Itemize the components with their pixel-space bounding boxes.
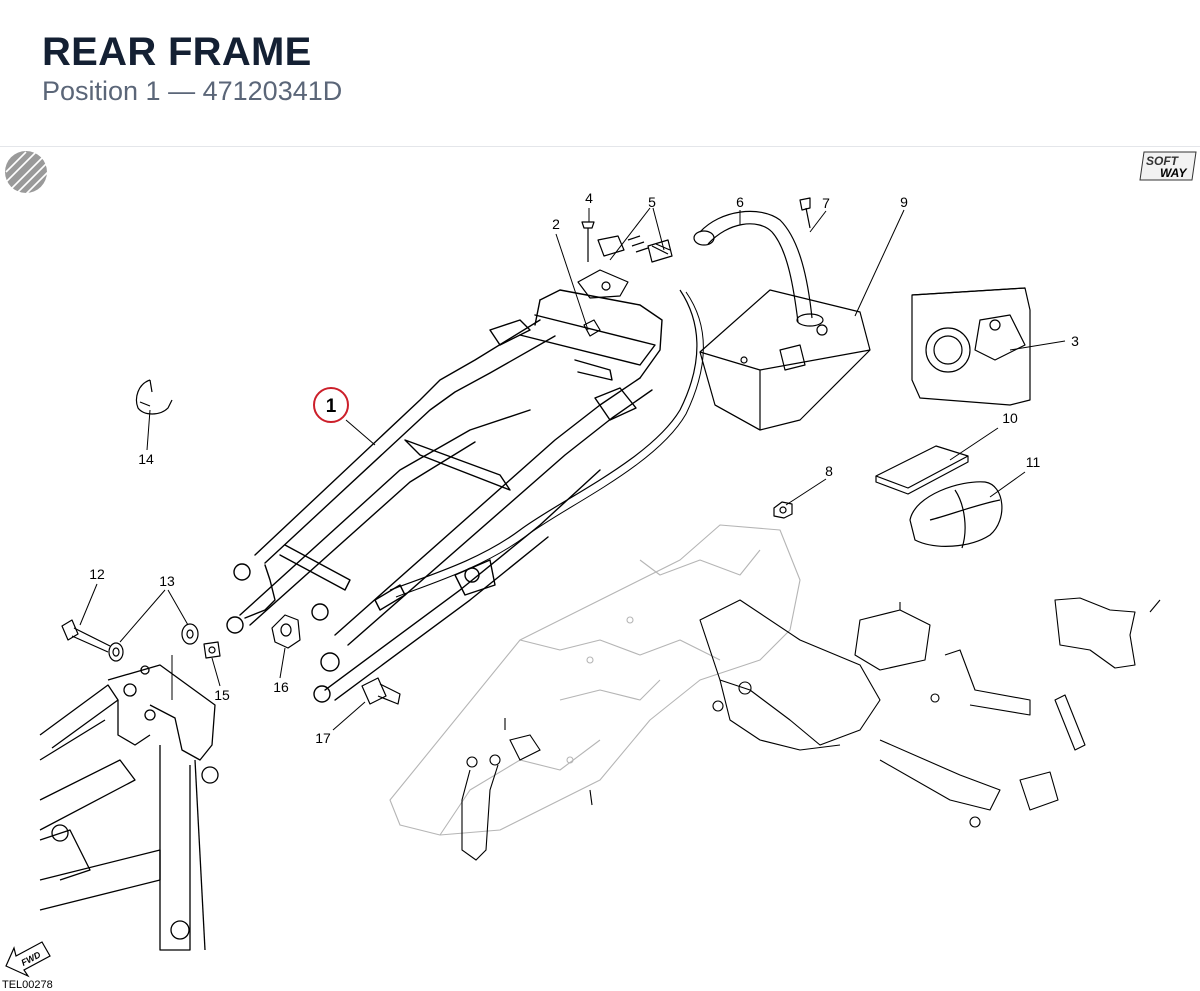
softway-logo: SOFT WAY <box>1139 151 1197 181</box>
callout-13: 13 <box>159 573 175 589</box>
bolt-part-12[interactable] <box>61 619 111 653</box>
callout-14: 14 <box>138 451 154 467</box>
callout-7: 7 <box>822 195 830 211</box>
bag-part-11[interactable] <box>909 481 1003 549</box>
page-header: REAR FRAME Position 1 — 47120341D <box>0 0 1200 147</box>
washer-part-13[interactable] <box>108 623 199 662</box>
rear-subassembly-background <box>504 597 1161 828</box>
drawing-code: TEL00278 <box>2 979 53 991</box>
callout-9: 9 <box>900 194 908 210</box>
plate-part-2[interactable] <box>577 269 629 337</box>
softway-logo-line2: WAY <box>1160 166 1187 180</box>
softway-logo-line1: SOFT <box>1146 154 1180 168</box>
callout-10: 10 <box>1002 410 1018 426</box>
separator-dash: — <box>168 76 196 106</box>
pad-part-10[interactable] <box>875 445 969 495</box>
main-frame-background <box>39 664 219 951</box>
callout-5: 5 <box>648 194 656 210</box>
page-subtitle: Position 1 — 47120341D <box>42 76 342 107</box>
spring-part-5[interactable] <box>597 235 673 263</box>
bolt-part-17[interactable] <box>361 677 401 705</box>
bolt-part-4[interactable] <box>581 221 595 262</box>
hatched-disc-icon <box>5 151 49 197</box>
callout-15: 15 <box>214 687 230 703</box>
frame-cable-inner <box>395 291 704 598</box>
hose-part-6[interactable] <box>693 210 824 327</box>
frame-cable <box>389 289 698 591</box>
callout-1-highlight[interactable]: 1 <box>313 387 349 423</box>
callout-17: 17 <box>315 730 331 746</box>
tray-part-9[interactable] <box>699 289 871 431</box>
bushing-part-15[interactable] <box>203 641 221 659</box>
callout-4: 4 <box>585 190 593 206</box>
callout-2: 2 <box>552 216 560 232</box>
callout-6: 6 <box>736 194 744 210</box>
nut-part-8[interactable] <box>773 501 793 519</box>
screw-part-7[interactable] <box>799 197 811 229</box>
page-title: REAR FRAME <box>42 30 312 74</box>
battery-cable-background <box>461 734 541 861</box>
clip-part-14[interactable] <box>135 379 173 415</box>
callout-11: 11 <box>1026 454 1041 470</box>
callout-3: 3 <box>1071 333 1079 349</box>
callout-16: 16 <box>273 679 289 695</box>
callout-12: 12 <box>89 566 105 582</box>
fwd-arrow-icon: FWD <box>5 941 51 978</box>
callout-labels: 2 3 4 5 6 7 8 9 10 11 12 13 14 15 16 17 <box>89 190 1079 746</box>
callout-8: 8 <box>825 463 833 479</box>
exploded-parts-diagram: SOFT WAY <box>2 151 1197 991</box>
callout-1: 1 <box>326 396 337 417</box>
undertray-background <box>389 524 801 836</box>
tail-light-part-3[interactable] <box>911 287 1031 406</box>
position-label: Position 1 <box>42 76 161 106</box>
leader-lines <box>79 207 1066 731</box>
rear-frame-part[interactable] <box>226 289 663 703</box>
part-number: 47120341D <box>202 76 343 106</box>
spacer-part-16[interactable] <box>271 614 301 649</box>
